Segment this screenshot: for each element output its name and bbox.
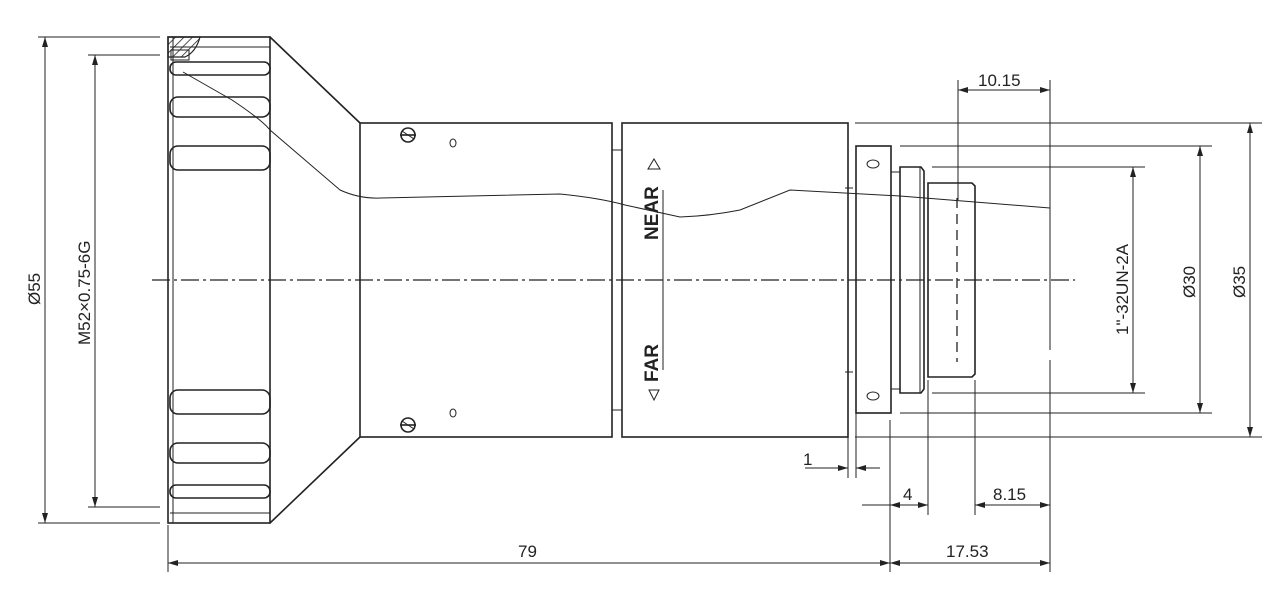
extension-lines	[38, 36, 1262, 572]
dim-10-15: 10.15	[978, 71, 1021, 90]
dim-1: 1	[803, 450, 812, 469]
dim-17-53: 17.53	[946, 542, 989, 561]
dim-outer-diameter: Ø55	[25, 273, 44, 305]
screw-icon	[400, 417, 416, 433]
mount-collar	[899, 166, 925, 394]
screw-icon	[400, 127, 416, 143]
break-line	[182, 71, 1051, 218]
barrel-body-rear	[359, 122, 613, 438]
near-label: NEAR	[642, 186, 663, 240]
dim-4: 4	[903, 485, 912, 504]
chamfer-bottom	[269, 436, 361, 524]
focus-ring	[621, 122, 849, 438]
dim-diameter-35: Ø35	[1230, 266, 1249, 298]
mount-flange	[855, 145, 892, 414]
chamfer-top	[269, 36, 361, 124]
dim-8-15: 8.15	[993, 485, 1026, 504]
dim-filter-thread: M52×0.75-6G	[75, 241, 94, 345]
far-label: FAR	[642, 344, 663, 382]
front-ring	[167, 36, 271, 524]
mount-thread	[927, 182, 976, 378]
dim-diameter-30: Ø30	[1180, 266, 1199, 298]
dim-mount-thread: 1"-32UN-2A	[1113, 243, 1132, 335]
dim-79: 79	[518, 542, 537, 561]
